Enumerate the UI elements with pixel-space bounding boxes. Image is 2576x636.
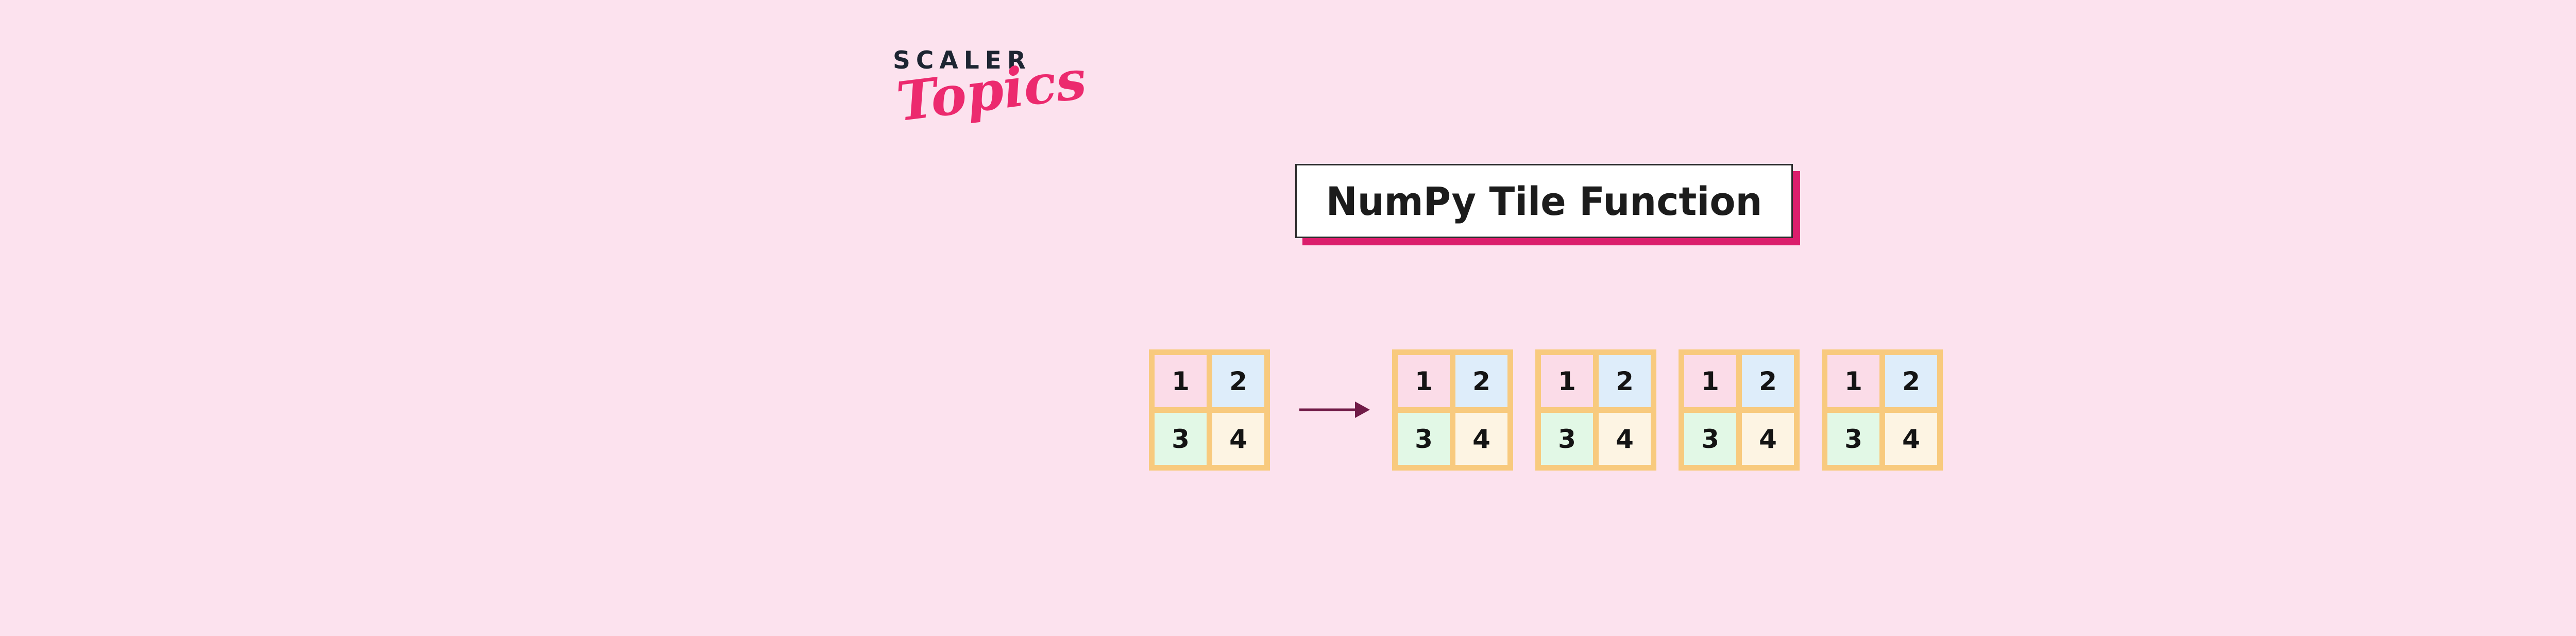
logo-brand-text: SCALER: [893, 46, 1031, 75]
matrix-cell: 4: [1599, 413, 1651, 465]
matrix-cell: 1: [1541, 355, 1593, 407]
matrix-cell: 3: [1684, 413, 1736, 465]
matrix-cell: 3: [1155, 413, 1207, 465]
input-matrix: 1 2 3 4: [1149, 349, 1270, 471]
matrix-cell: 3: [1398, 413, 1450, 465]
matrix-cell: 2: [1212, 355, 1264, 407]
matrix-cell: 2: [1885, 355, 1937, 407]
matrix-cell: 3: [1827, 413, 1879, 465]
matrix-cell: 1: [1398, 355, 1450, 407]
matrix-cell: 3: [1541, 413, 1593, 465]
matrix-cell: 2: [1599, 355, 1651, 407]
matrix-cell: 2: [1742, 355, 1794, 407]
matrix-cell: 1: [1684, 355, 1736, 407]
output-matrix-2: 1 2 3 4: [1535, 349, 1656, 471]
arrow-right-icon: [1299, 401, 1370, 418]
matrix-cell: 4: [1885, 413, 1937, 465]
matrix-cell: 4: [1212, 413, 1264, 465]
logo-topics-text: Topics: [893, 47, 1090, 134]
title-banner: NumPy Tile Function: [1295, 164, 1793, 238]
matrix-cell: 4: [1742, 413, 1794, 465]
output-matrix-1: 1 2 3 4: [1392, 349, 1513, 471]
output-matrix-3: 1 2 3 4: [1679, 349, 1800, 471]
page-title: NumPy Tile Function: [1326, 178, 1762, 224]
matrix-cell: 4: [1455, 413, 1507, 465]
matrix-cell: 1: [1827, 355, 1879, 407]
output-matrix-4: 1 2 3 4: [1822, 349, 1943, 471]
matrix-cell: 2: [1455, 355, 1507, 407]
matrix-cell: 1: [1155, 355, 1207, 407]
scaler-topics-logo: SCALER Topics: [893, 46, 1090, 133]
